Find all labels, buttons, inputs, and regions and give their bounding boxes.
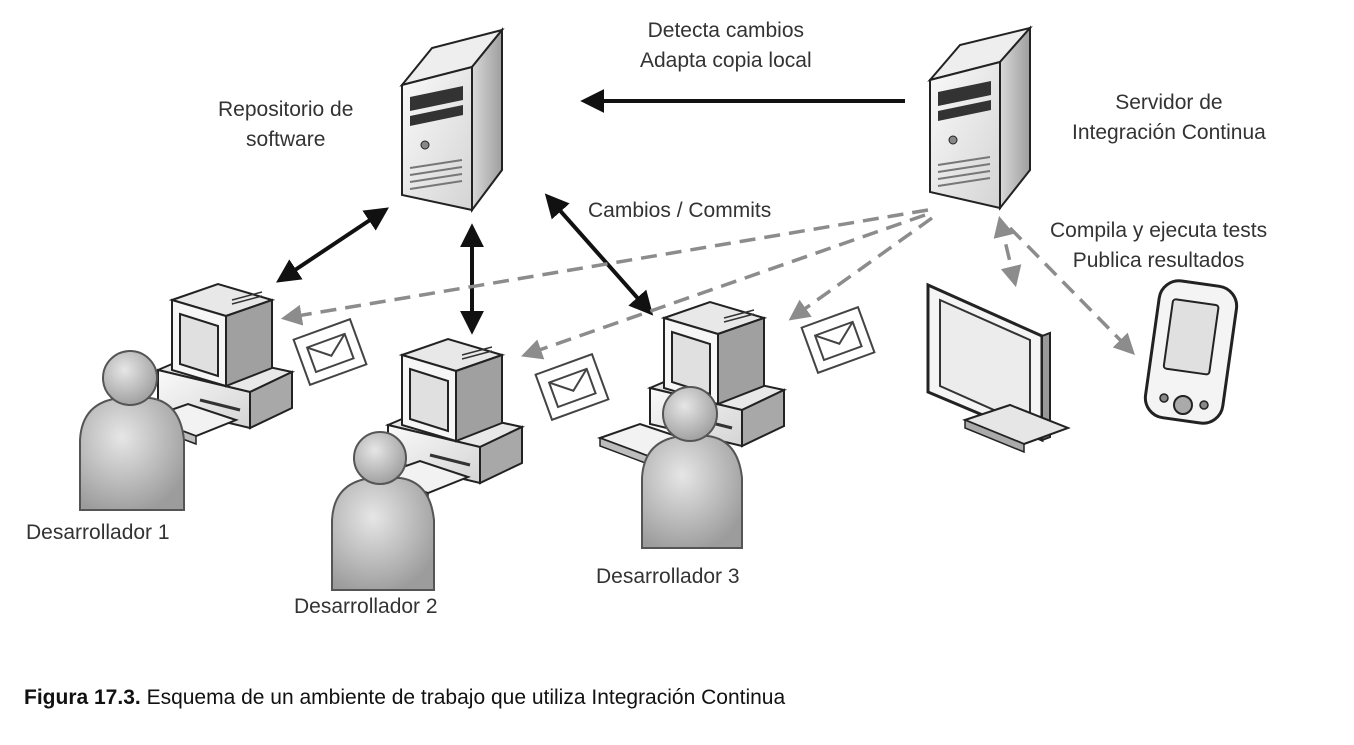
envelope-icon xyxy=(292,317,368,387)
developer-3-label: Desarrollador 3 xyxy=(596,565,740,588)
repository-server-icon xyxy=(399,27,505,213)
developer-2-label: Desarrollador 2 xyxy=(294,595,438,618)
monitor-icon xyxy=(926,282,1071,454)
person-3-icon xyxy=(641,386,743,549)
handheld-device-icon xyxy=(1143,279,1239,425)
figure-caption-text: Esquema de un ambiente de trabajo que ut… xyxy=(146,686,786,709)
person-1-icon xyxy=(79,350,185,511)
dashed-ci-phone xyxy=(1008,226,1135,355)
dashed-arrows xyxy=(280,208,1135,360)
solid-arrows xyxy=(276,89,905,335)
commits-label: Cambios / Commits xyxy=(588,199,772,222)
dashed-ci-monitor xyxy=(993,215,1022,288)
figure-caption: Figura 17.3. Esquema de un ambiente de t… xyxy=(24,686,785,710)
arrow-repo-dev3 xyxy=(544,193,654,316)
envelope-icon xyxy=(534,352,610,422)
arrow-repo-dev1 xyxy=(276,207,389,283)
developer-1-label: Desarrollador 1 xyxy=(26,521,170,544)
person-2-icon xyxy=(331,431,435,591)
figure-number: Figura 17.3. xyxy=(24,686,141,709)
dashed-ci-dev2 xyxy=(521,213,926,360)
dashed-ci-dev3 xyxy=(788,216,934,321)
workstation-2-icon xyxy=(377,337,526,503)
envelope-icon xyxy=(800,305,876,375)
ci-server-icon xyxy=(927,25,1033,211)
dashed-ci-dev1 xyxy=(280,208,929,326)
